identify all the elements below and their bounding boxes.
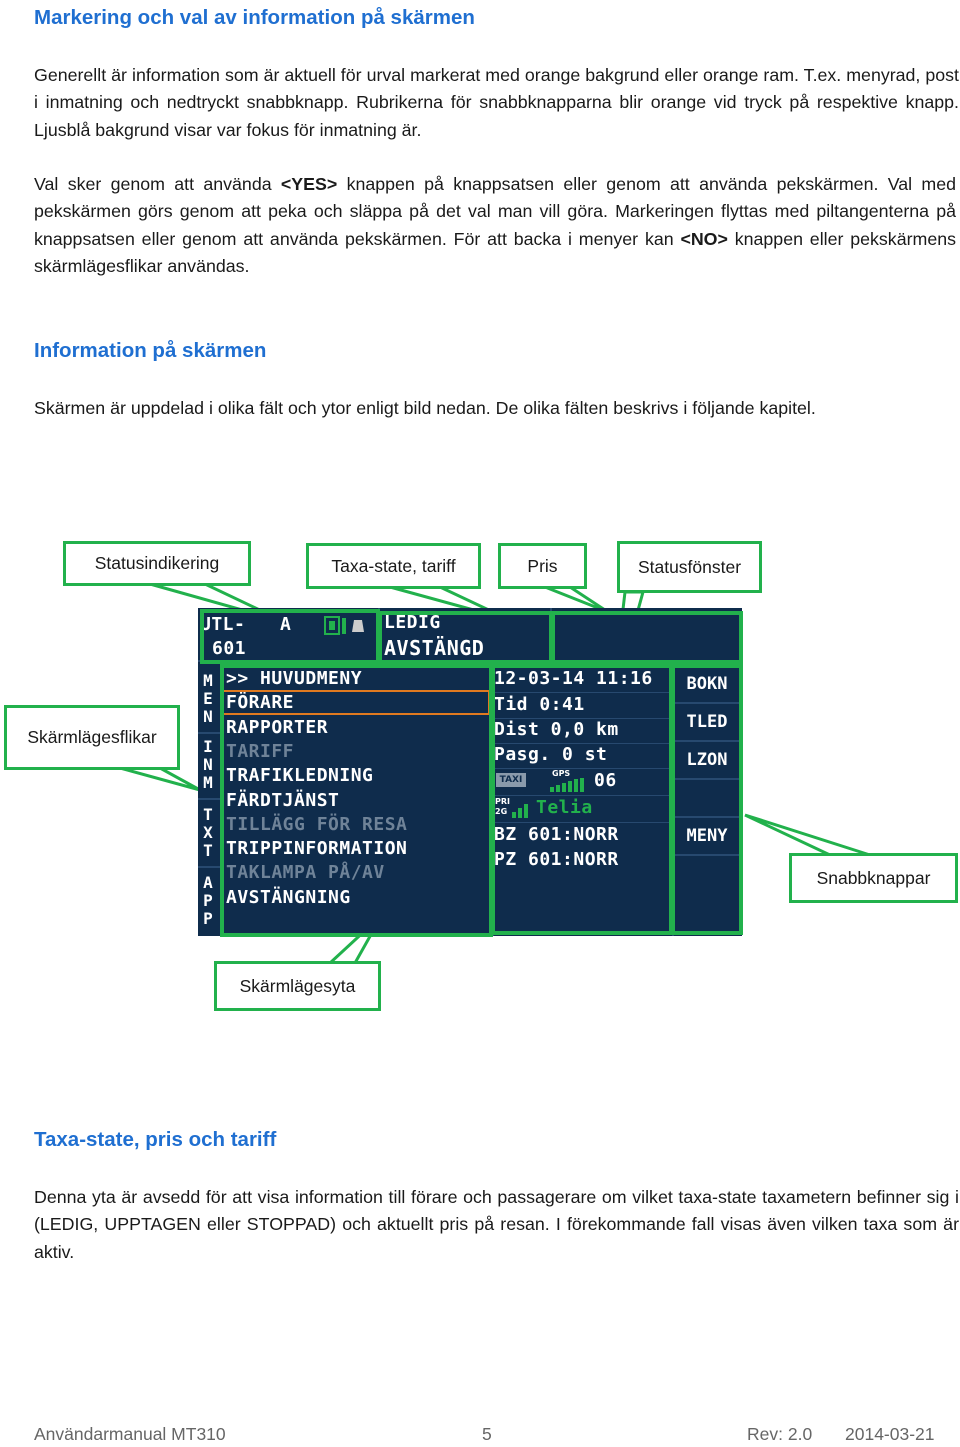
taxa-state-1: LEDIG (384, 612, 441, 633)
callout-skarmlagesflikar: Skärmlägesflikar (4, 705, 180, 770)
menu-item[interactable]: TRAFIKLEDNING (226, 765, 374, 787)
menu-item: TILLÄGG FÖR RESA (226, 813, 408, 835)
highlight-pris (551, 611, 743, 664)
gear-icon (324, 616, 340, 635)
highlight-statusfonster (491, 664, 673, 935)
pri-label: PRI (495, 797, 510, 806)
no-key: <NO> (680, 228, 728, 249)
quick-button-lzon[interactable]: LZON (686, 750, 728, 770)
paragraph-taxa-state: Denna yta är avsedd för att visa informa… (34, 1187, 959, 1262)
gps-label: GPS (552, 769, 571, 778)
quick-button-tled[interactable]: TLED (686, 712, 728, 732)
quick-button-meny[interactable]: MENY (686, 826, 728, 846)
highlight-taxa-state (378, 611, 553, 664)
network-label: 2G (495, 807, 508, 816)
menu-item[interactable]: RAPPORTER (226, 716, 329, 738)
callout-snabbknappar: Snabbknappar (789, 853, 958, 903)
taxa-state-2: AVSTÄNGD (384, 636, 485, 660)
footer-manual: Användarmanual MT310 (34, 1424, 226, 1444)
callout-statusindikering: Statusindikering (63, 541, 251, 586)
paragraph-screen-info: Skärmen är uppdelad i olika fält och yto… (34, 398, 816, 418)
tab-app[interactable]: A P P (203, 873, 213, 928)
menu-item[interactable]: FÄRDTJÄNST (226, 789, 340, 811)
highlight-statusindikering (200, 609, 380, 664)
status-code: UTL- (200, 614, 246, 635)
gps-signal-icon (550, 778, 584, 792)
footer-page-number: 5 (482, 1424, 492, 1444)
menu-item[interactable]: TRIPPINFORMATION (226, 838, 408, 860)
menu-item: TAKLAMPA PÅ/AV (226, 862, 385, 884)
gps-value: 06 (594, 770, 617, 791)
status-indicator-icons (324, 616, 364, 635)
status-datetime: 12-03-14 11:16 (494, 668, 653, 689)
lock-icon (352, 620, 364, 632)
paragraph-marking: Generellt är information som är aktuell … (34, 65, 959, 140)
status-letter: A (280, 614, 292, 635)
arrow-skarmlagesflikar (119, 766, 201, 792)
highlight-snabbknappar (671, 664, 743, 935)
callout-statusfonster: Statusfönster (617, 541, 762, 593)
section-heading: Information på skärmen (34, 339, 267, 362)
section-heading: Taxa-state, pris och tariff (34, 1128, 277, 1151)
callout-taxa-state: Taxa-state, tariff (306, 543, 481, 589)
tab-inmatning[interactable]: I N M (203, 737, 213, 792)
arrow-snabbknappar (744, 813, 871, 857)
menu-item[interactable]: >> HUVUDMENY (226, 668, 363, 689)
taxi-badge: TAXI (496, 773, 526, 787)
status-pasg: Pasg. 0 st (494, 744, 608, 765)
status-bz: BZ 601:NORR (494, 824, 619, 845)
menu-item[interactable]: AVSTÄNGNING (226, 886, 351, 908)
operator-name: Telia (536, 797, 593, 818)
highlight-skarmlagesyta (220, 664, 493, 937)
paragraph-selection: Val sker genom att använda <YES> knappen… (34, 174, 956, 276)
footer-revision: Rev: 2.0 (747, 1424, 813, 1444)
callout-skarmlagesyta: Skärmlägesyta (214, 961, 381, 1011)
status-dist: Dist 0,0 km (494, 719, 619, 740)
status-number: 601 (212, 638, 247, 659)
tab-text[interactable]: T X T (203, 805, 213, 860)
yes-key: <YES> (280, 174, 338, 194)
callout-pris: Pris (498, 543, 587, 589)
quick-button-bokn[interactable]: BOKN (686, 674, 728, 694)
section-heading: Markering och val av information på skär… (34, 6, 475, 29)
menu-item[interactable]: FÖRARE (222, 690, 490, 716)
menu-item: TARIFF (226, 740, 295, 762)
tab-meny[interactable]: M E N (203, 671, 213, 726)
network-signal-icon (512, 804, 528, 818)
status-pz: PZ 601:NORR (494, 849, 619, 870)
footer-date: 2014-03-21 (845, 1424, 935, 1444)
meter-icon (342, 618, 346, 634)
status-tid: Tid 0:41 (494, 694, 585, 715)
